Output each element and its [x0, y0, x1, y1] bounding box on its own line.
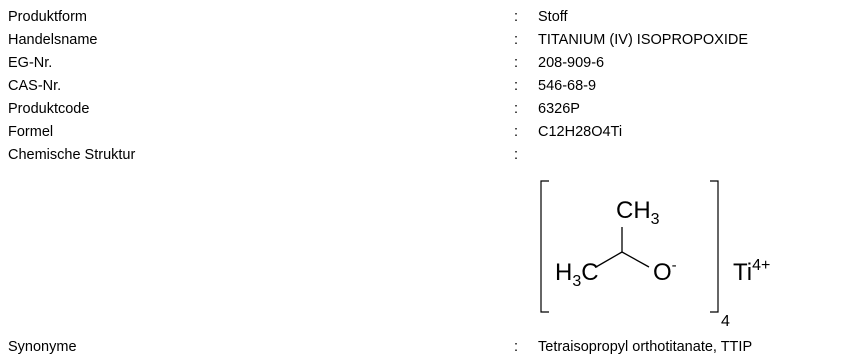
field-value: 6326P [538, 101, 580, 117]
atom-ch3: CH3 [616, 197, 660, 228]
field-label: CAS-Nr. [8, 78, 62, 94]
left-bracket [540, 180, 549, 313]
bracket-count: 4 [721, 313, 730, 330]
field-label: Produktform [8, 9, 87, 25]
bond-ch-h3c [595, 251, 623, 268]
field-separator: : [514, 124, 519, 140]
row-produktcode: Produktcode : 6326P [0, 99, 854, 121]
field-label: Handelsname [8, 32, 98, 48]
field-label: Chemische Struktur [8, 147, 136, 163]
right-bracket [710, 180, 719, 313]
field-value: TITANIUM (IV) ISOPROPOXIDE [538, 32, 748, 48]
field-value: Tetraisopropyl orthotitanate, TTIP [538, 339, 753, 355]
field-separator: : [514, 339, 519, 355]
field-label: Synonyme [8, 339, 77, 355]
atom-h3c: H3C [555, 259, 599, 290]
field-separator: : [514, 147, 519, 163]
field-value: C12H28O4Ti [538, 124, 623, 140]
field-value: 546-68-9 [538, 78, 597, 94]
field-separator: : [514, 55, 519, 71]
field-label: Produktcode [8, 101, 90, 117]
row-cas-nr: CAS-Nr. : 546-68-9 [0, 76, 854, 98]
field-separator: : [514, 32, 519, 48]
field-value: Stoff [538, 9, 568, 25]
row-eg-nr: EG-Nr. : 208-909-6 [0, 53, 854, 75]
row-produktform: Produktform : Stoff [0, 7, 854, 29]
field-separator: : [514, 78, 519, 94]
row-formel: Formel : C12H28O4Ti [0, 122, 854, 144]
atom-oxygen: O- [653, 257, 677, 286]
field-separator: : [514, 9, 519, 25]
bond-ch-oxygen [621, 251, 650, 268]
field-label: EG-Nr. [8, 55, 53, 71]
atom-titanium: Ti4+ [733, 257, 770, 286]
row-handelsname: Handelsname : TITANIUM (IV) ISOPROPOXIDE [0, 30, 854, 52]
field-separator: : [514, 101, 519, 117]
row-synonyme: Synonyme : Tetraisopropyl orthotitanate,… [0, 337, 854, 359]
field-value: 208-909-6 [538, 55, 605, 71]
row-chemische-struktur: Chemische Struktur : [0, 145, 854, 167]
field-label: Formel [8, 124, 54, 140]
chemical-structure-diagram: CH3 H3C O- 4 Ti4+ [540, 180, 770, 330]
